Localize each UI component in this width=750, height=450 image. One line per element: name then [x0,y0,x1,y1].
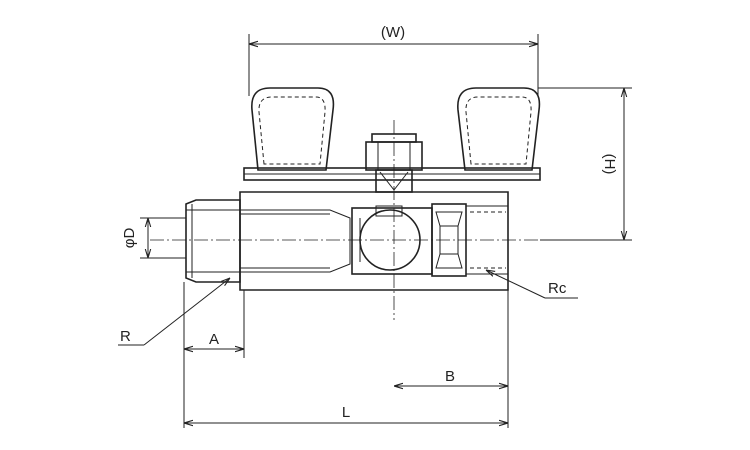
valve-body [185,191,509,291]
dimension-a: A [183,282,245,428]
dimension-b: B [394,290,509,428]
label-l: L [342,404,350,421]
dimension-h: (H) [538,87,632,241]
dimension-d: φD [121,217,186,259]
leader-r: R [118,278,230,346]
dimension-l: L [184,404,508,423]
dimension-w: (W) [248,24,539,96]
label-d: φD [121,228,138,249]
label-a: A [209,331,219,348]
handle-left-grip [251,87,335,171]
label-b: B [445,368,455,385]
label-w: (W) [381,24,405,41]
handle-bar [243,167,541,181]
handle-right-grip [457,87,541,171]
label-rc: Rc [548,280,567,297]
leader-rc: Rc [486,270,578,299]
label-h: (H) [601,154,618,175]
label-r: R [120,328,131,345]
